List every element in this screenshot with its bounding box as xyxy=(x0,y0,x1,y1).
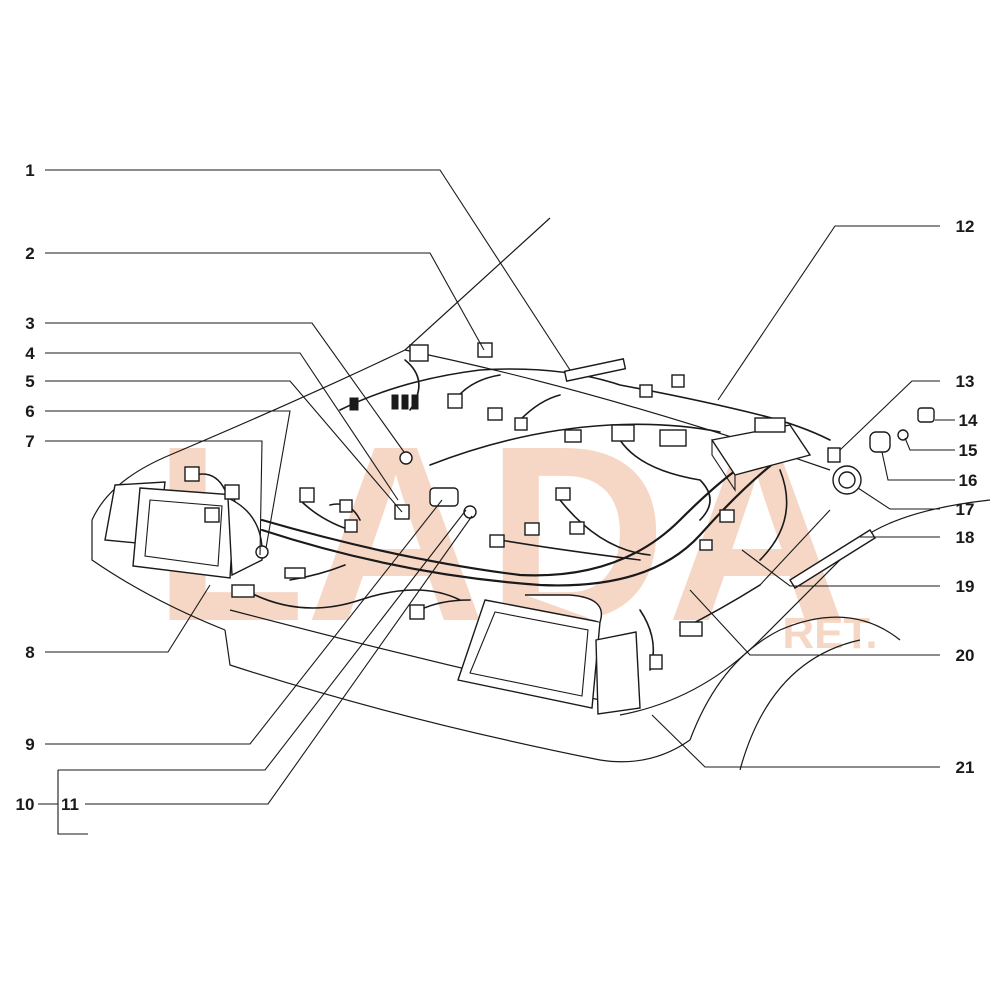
leader-9 xyxy=(45,499,443,745)
callout-20: 20 xyxy=(956,646,975,665)
leader-10-11 xyxy=(58,509,467,771)
connectors xyxy=(184,344,735,620)
callout-10: 10 xyxy=(16,795,35,814)
leader-17 xyxy=(857,487,940,510)
callout-11: 11 xyxy=(61,795,79,814)
wheel-arch xyxy=(689,616,901,741)
leader-12 xyxy=(717,225,940,401)
leader-15 xyxy=(904,437,955,451)
callout-18: 18 xyxy=(956,528,975,547)
bumper-bottom xyxy=(599,739,691,763)
callout-labels: 1 2 3 4 5 6 7 8 9 10 11 12 13 14 15 16 1… xyxy=(16,161,978,814)
callout-2: 2 xyxy=(25,244,34,263)
wheel-arc xyxy=(739,639,861,771)
callout-13: 13 xyxy=(956,372,975,391)
callout-1: 1 xyxy=(25,161,34,180)
leader-1 xyxy=(45,169,571,371)
leader-7 xyxy=(45,440,263,556)
front-bumper-left xyxy=(91,520,226,631)
callout-8: 8 xyxy=(25,643,34,662)
parts-small xyxy=(231,342,935,670)
watermark-subtext: RET. xyxy=(782,609,877,658)
callout-21: 21 xyxy=(956,758,975,777)
leader-6 xyxy=(45,410,291,549)
leader-2 xyxy=(45,252,485,351)
callout-6: 6 xyxy=(25,402,34,421)
leader-13 xyxy=(839,380,940,451)
leader-11 xyxy=(85,515,473,805)
leader-10-bracket xyxy=(57,770,88,835)
leader-16 xyxy=(881,451,955,481)
callout-16: 16 xyxy=(959,471,978,490)
callout-15: 15 xyxy=(959,441,978,460)
leader-5 xyxy=(45,380,403,513)
callout-19: 19 xyxy=(956,577,975,596)
leader-lines xyxy=(45,169,955,835)
fuse-box-12 xyxy=(710,417,812,492)
bumper-face xyxy=(224,629,601,761)
right-headlamp xyxy=(457,594,641,715)
callout-4: 4 xyxy=(25,344,35,363)
callout-5: 5 xyxy=(25,372,34,391)
callout-7: 7 xyxy=(25,432,34,451)
left-headlamp xyxy=(104,481,263,579)
leader-4 xyxy=(45,352,399,501)
leader-20 xyxy=(689,589,940,656)
callout-3: 3 xyxy=(25,314,34,333)
leader-3 xyxy=(45,322,405,453)
callout-17: 17 xyxy=(956,500,975,519)
callout-9: 9 xyxy=(25,735,34,754)
leader-19 xyxy=(741,549,940,587)
leader-8 xyxy=(45,584,211,653)
callout-12: 12 xyxy=(956,217,975,236)
wiring-harness xyxy=(194,359,831,671)
callout-14: 14 xyxy=(959,411,978,430)
leader-21 xyxy=(651,714,940,768)
fender-top xyxy=(619,499,991,716)
